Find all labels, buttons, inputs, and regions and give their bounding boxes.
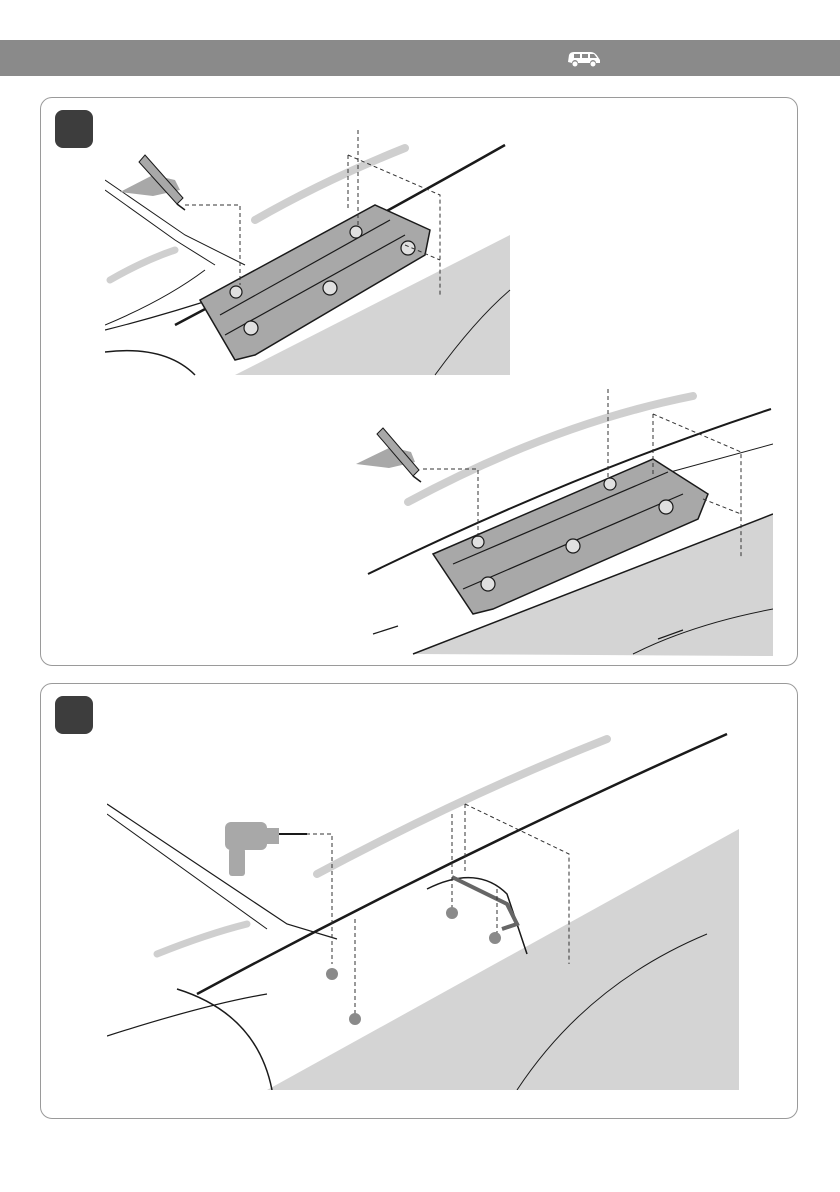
cordless-drill-icon [225,822,307,876]
marker-pen-icon [356,428,421,482]
step-2-panel [40,683,798,1119]
roof-rail-bracket-alternate [353,384,773,656]
marker-pen-icon [120,155,185,210]
step-1-panel [40,97,798,666]
roof-drill-points [107,724,739,1090]
header-bar [0,40,840,76]
step-1-badge [55,110,93,148]
step-2-badge [55,696,93,734]
roof-rail-bracket-closeup [105,120,515,380]
van-icon [566,50,602,68]
